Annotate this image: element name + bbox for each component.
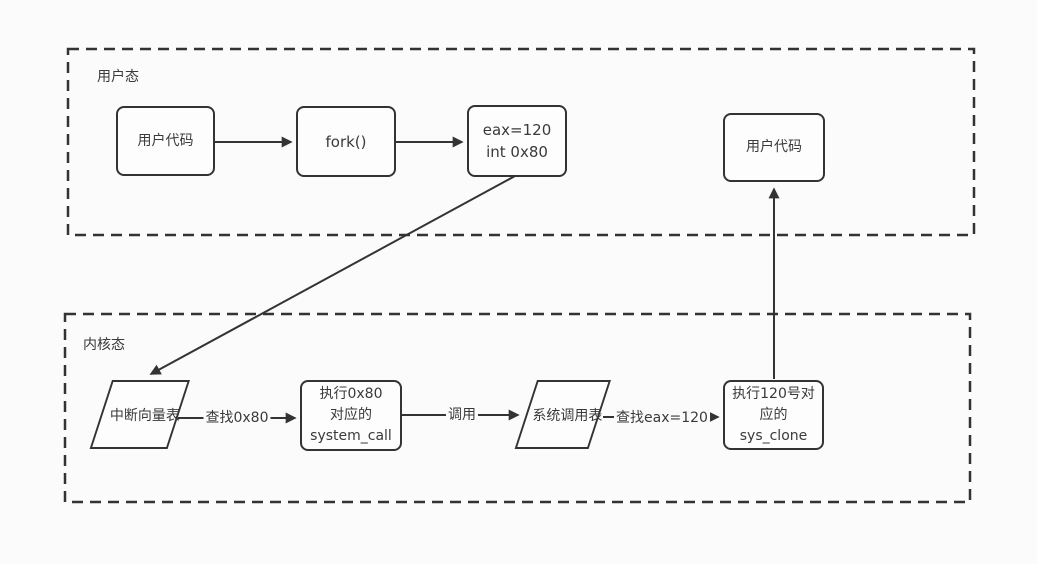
node-syscall-table: 系统调用表 (514, 380, 611, 449)
node-user-code-left: 用户代码 (116, 106, 215, 176)
node-system-call-line2: 对应的 (330, 407, 372, 423)
kernel-mode-region-label: 内核态 (83, 337, 125, 353)
node-user-code-left-label: 用户代码 (137, 132, 194, 149)
node-system-call: 执行0x80 对应的 system_call (300, 380, 402, 451)
node-system-call-line1: 执行0x80 (319, 386, 383, 402)
edge-label-lookup-eax120: 查找eax=120 (614, 407, 710, 427)
kernel-mode-region-border (63, 312, 972, 504)
node-sys-clone-line3: sys_clone (739, 427, 808, 444)
node-syscall-table-label: 系统调用表 (532, 407, 603, 424)
node-int-0x80-line2: int 0x80 (486, 143, 548, 161)
node-sys-clone-line1: 执行120号对 (732, 385, 815, 402)
node-int-0x80-line1: eax=120 (482, 121, 552, 139)
node-interrupt-vector-table-label: 中断向量表 (109, 407, 180, 424)
user-mode-region-border (66, 47, 976, 237)
node-user-code-right-label: 用户代码 (746, 139, 802, 155)
node-int-0x80: eax=120 int 0x80 (467, 105, 567, 177)
node-system-call-line3: system_call (310, 428, 392, 444)
node-fork: fork() (296, 106, 396, 177)
edge-label-call: 调用 (446, 404, 478, 424)
user-mode-region-label: 用户态 (97, 69, 139, 85)
edge-int0x80-to-interrupt-vector-table (149, 175, 516, 375)
node-sys-clone: 执行120号对 应的 sys_clone (723, 380, 824, 450)
node-fork-label: fork() (325, 132, 367, 151)
node-sys-clone-line2: 应的 (759, 406, 788, 423)
node-interrupt-vector-table: 中断向量表 (89, 380, 190, 449)
node-user-code-right: 用户代码 (723, 113, 825, 182)
edge-label-lookup-0x80: 查找0x80 (203, 407, 271, 427)
